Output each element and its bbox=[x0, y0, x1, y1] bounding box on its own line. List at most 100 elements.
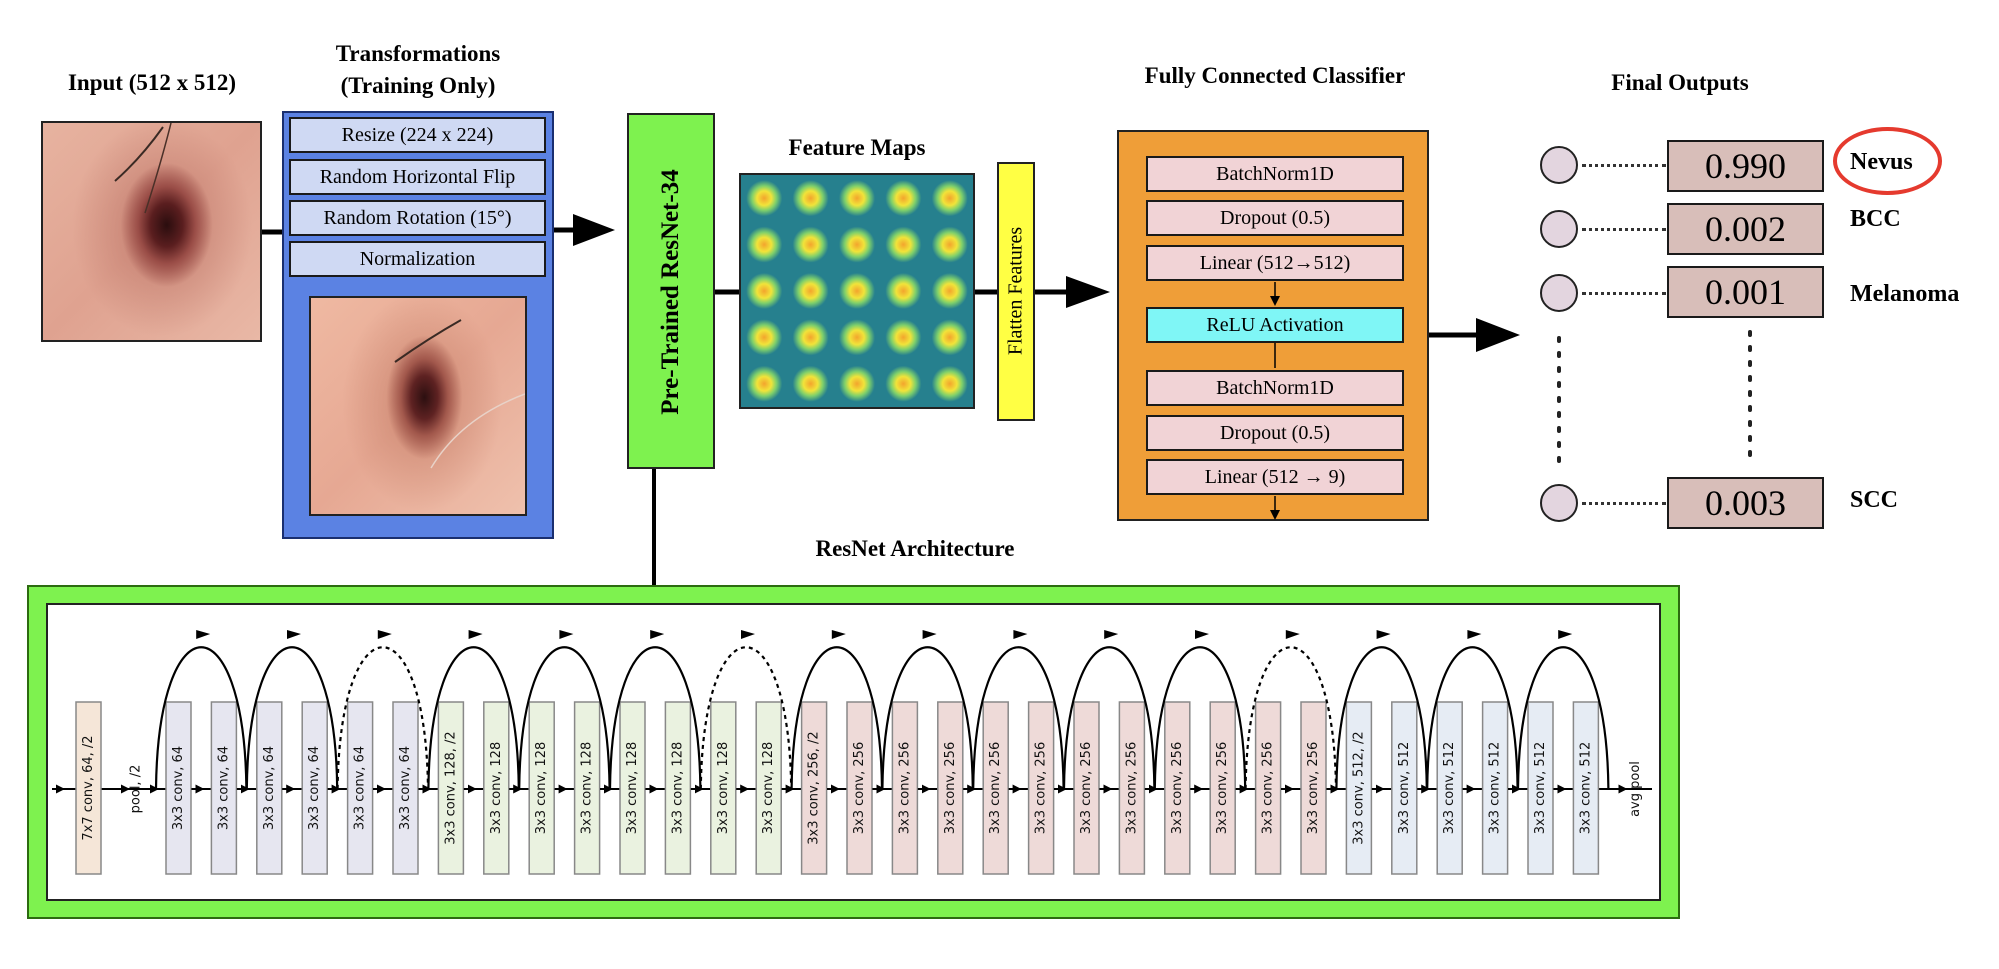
resnet-skip-arrowhead bbox=[922, 630, 937, 639]
resnet-layer bbox=[346, 701, 374, 875]
transforms-title-line1: Transformations bbox=[335, 41, 501, 66]
resnet-skip-arrowhead bbox=[287, 630, 301, 639]
resnet-projection-skip bbox=[699, 646, 793, 790]
resnet-layer bbox=[891, 701, 919, 875]
to-backbone-arrowhead bbox=[573, 214, 615, 246]
transforms-title-line2: (Training Only) bbox=[340, 73, 496, 98]
output-value-melanoma: 0.001 bbox=[1667, 266, 1824, 318]
resnet-projection-skip bbox=[336, 646, 430, 790]
resnet-layer bbox=[937, 701, 964, 875]
resnet-skip-arrowhead bbox=[650, 630, 665, 639]
resnet-layer-label: 3x3 conv, 256 bbox=[1079, 742, 1094, 834]
resnet-layer bbox=[1527, 701, 1554, 875]
resnet-layer bbox=[1481, 701, 1509, 875]
resnet-layer-label: 3x3 conv, 128 bbox=[670, 742, 685, 834]
resnet-layer-label: 3x3 conv, 256 bbox=[943, 742, 958, 834]
classifier-batchnorm-1: BatchNorm1D bbox=[1146, 156, 1404, 192]
resnet-layer bbox=[664, 701, 692, 875]
resnet-layer-label: 3x3 conv, 256 bbox=[1261, 742, 1276, 834]
resnet-skip-arrowhead bbox=[1195, 630, 1209, 639]
resnet-skip-connection bbox=[608, 646, 702, 790]
resnet-layer-label: 3x3 conv, 64 bbox=[398, 746, 413, 830]
resnet-layer-label: 3x3 conv, 256 bbox=[988, 742, 1003, 834]
resnet-projection-skip bbox=[1244, 646, 1338, 790]
resnet-skip-connection bbox=[790, 646, 884, 790]
resnet-layer bbox=[1164, 701, 1191, 875]
resnet-layer-label: 3x3 conv, 64 bbox=[216, 746, 231, 830]
resnet-skip-arrowhead bbox=[559, 630, 574, 639]
resnet-layer-label: 3x3 conv, 256 bbox=[1306, 742, 1321, 834]
resnet-layer-first-conv-label: 7x7 conv, 64, /2 bbox=[81, 735, 96, 840]
resnet-skip-arrowhead bbox=[377, 630, 392, 639]
resnet-layer bbox=[301, 701, 328, 875]
nevus-highlight-ring bbox=[1833, 127, 1942, 195]
resnet-layer-label: 3x3 conv, 256 bbox=[1170, 742, 1185, 834]
resnet-skip-connection bbox=[1153, 646, 1247, 790]
resnet-skip-arrowhead bbox=[1285, 630, 1300, 639]
resnet-skip-arrowhead bbox=[1104, 630, 1119, 639]
feature-maps-image bbox=[739, 173, 975, 409]
output-node bbox=[1540, 146, 1578, 184]
resnet-layer-label: 3x3 conv, 128 bbox=[716, 742, 731, 834]
resnet-layer bbox=[619, 701, 646, 875]
resnet-skip-connection bbox=[427, 646, 520, 790]
output-connector bbox=[1582, 228, 1666, 231]
resnet-layer bbox=[846, 701, 873, 875]
output-value-scc: 0.003 bbox=[1667, 477, 1824, 529]
resnet-skip-arrowhead bbox=[831, 630, 846, 639]
output-value-nevus: 0.990 bbox=[1667, 140, 1824, 192]
resnet-layer-label: 3x3 conv, 256 bbox=[1124, 742, 1139, 834]
resnet-layer bbox=[1118, 701, 1146, 875]
output-node bbox=[1540, 210, 1578, 248]
transform-step-rotation: Random Rotation (15°) bbox=[289, 200, 546, 236]
resnet-skip-connection bbox=[518, 646, 611, 790]
resnet-layer bbox=[1572, 701, 1600, 875]
resnet-layer bbox=[1391, 701, 1418, 875]
transform-step-flip: Random Horizontal Flip bbox=[289, 159, 546, 195]
resnet-title: ResNet Architecture bbox=[815, 536, 1015, 561]
resnet-skip-arrowhead bbox=[1558, 630, 1573, 639]
resnet-layer-label: 3x3 conv, 256 bbox=[1034, 742, 1049, 834]
output-connector bbox=[1582, 164, 1666, 167]
resnet-layer bbox=[528, 701, 555, 875]
resnet-layer bbox=[800, 701, 828, 875]
resnet-layer-label: 3x3 conv, 128 bbox=[761, 742, 776, 834]
resnet-layer-label: 3x3 conv, 256 bbox=[1215, 742, 1230, 834]
resnet-layer bbox=[755, 701, 782, 875]
feature-maps-title: Feature Maps bbox=[788, 135, 926, 160]
transform-step-resize: Resize (224 x 224) bbox=[289, 117, 546, 153]
resnet-layer bbox=[1300, 701, 1327, 875]
resnet-layer-label: 3x3 conv, 128 bbox=[489, 742, 504, 834]
resnet-skip-connection bbox=[245, 646, 339, 790]
resnet-skip-connection bbox=[1426, 646, 1519, 790]
output-label-melanoma: Melanoma bbox=[1850, 281, 1960, 307]
classifier-to-outputs-arrowhead bbox=[1476, 318, 1520, 352]
output-node bbox=[1540, 274, 1578, 312]
resnet-skip-connection bbox=[1335, 646, 1428, 790]
output-value-bcc: 0.002 bbox=[1667, 203, 1824, 255]
resnet-layer bbox=[982, 701, 1009, 875]
resnet-skip-arrowhead bbox=[1376, 630, 1391, 639]
input-image bbox=[41, 121, 262, 342]
input-title: Input (512 x 512) bbox=[67, 70, 237, 95]
resnet-skip-arrowhead bbox=[196, 630, 211, 639]
resnet-layer-first-conv bbox=[75, 701, 102, 875]
classifier-dropout-1: Dropout (0.5) bbox=[1146, 200, 1404, 236]
flatten-to-classifier-arrowhead bbox=[1066, 276, 1110, 308]
top-connectors bbox=[262, 214, 1752, 585]
resnet-layer-label: 3x3 conv, 512 bbox=[1397, 742, 1412, 834]
resnet-layer bbox=[483, 701, 510, 875]
resnet-skip-connection bbox=[1062, 646, 1156, 790]
transformed-image bbox=[309, 296, 527, 516]
resnet-skip-arrowhead bbox=[741, 630, 755, 639]
resnet-layer-label: 3x3 conv, 128, /2 bbox=[443, 731, 458, 844]
resnet-layer-label: 3x3 conv, 128 bbox=[625, 742, 640, 834]
classifier-batchnorm-2: BatchNorm1D bbox=[1146, 370, 1404, 406]
resnet-layer-label: 3x3 conv, 256, /2 bbox=[807, 731, 822, 844]
resnet-pool-label: pool, /2 bbox=[129, 765, 144, 814]
resnet-skip-connection bbox=[1516, 646, 1610, 790]
resnet-layer-label: 3x3 conv, 512 bbox=[1578, 742, 1593, 834]
resnet-layer bbox=[1209, 701, 1236, 875]
resnet-layer bbox=[573, 701, 601, 875]
resnet-avgpool-label: avg pool bbox=[1628, 761, 1643, 817]
